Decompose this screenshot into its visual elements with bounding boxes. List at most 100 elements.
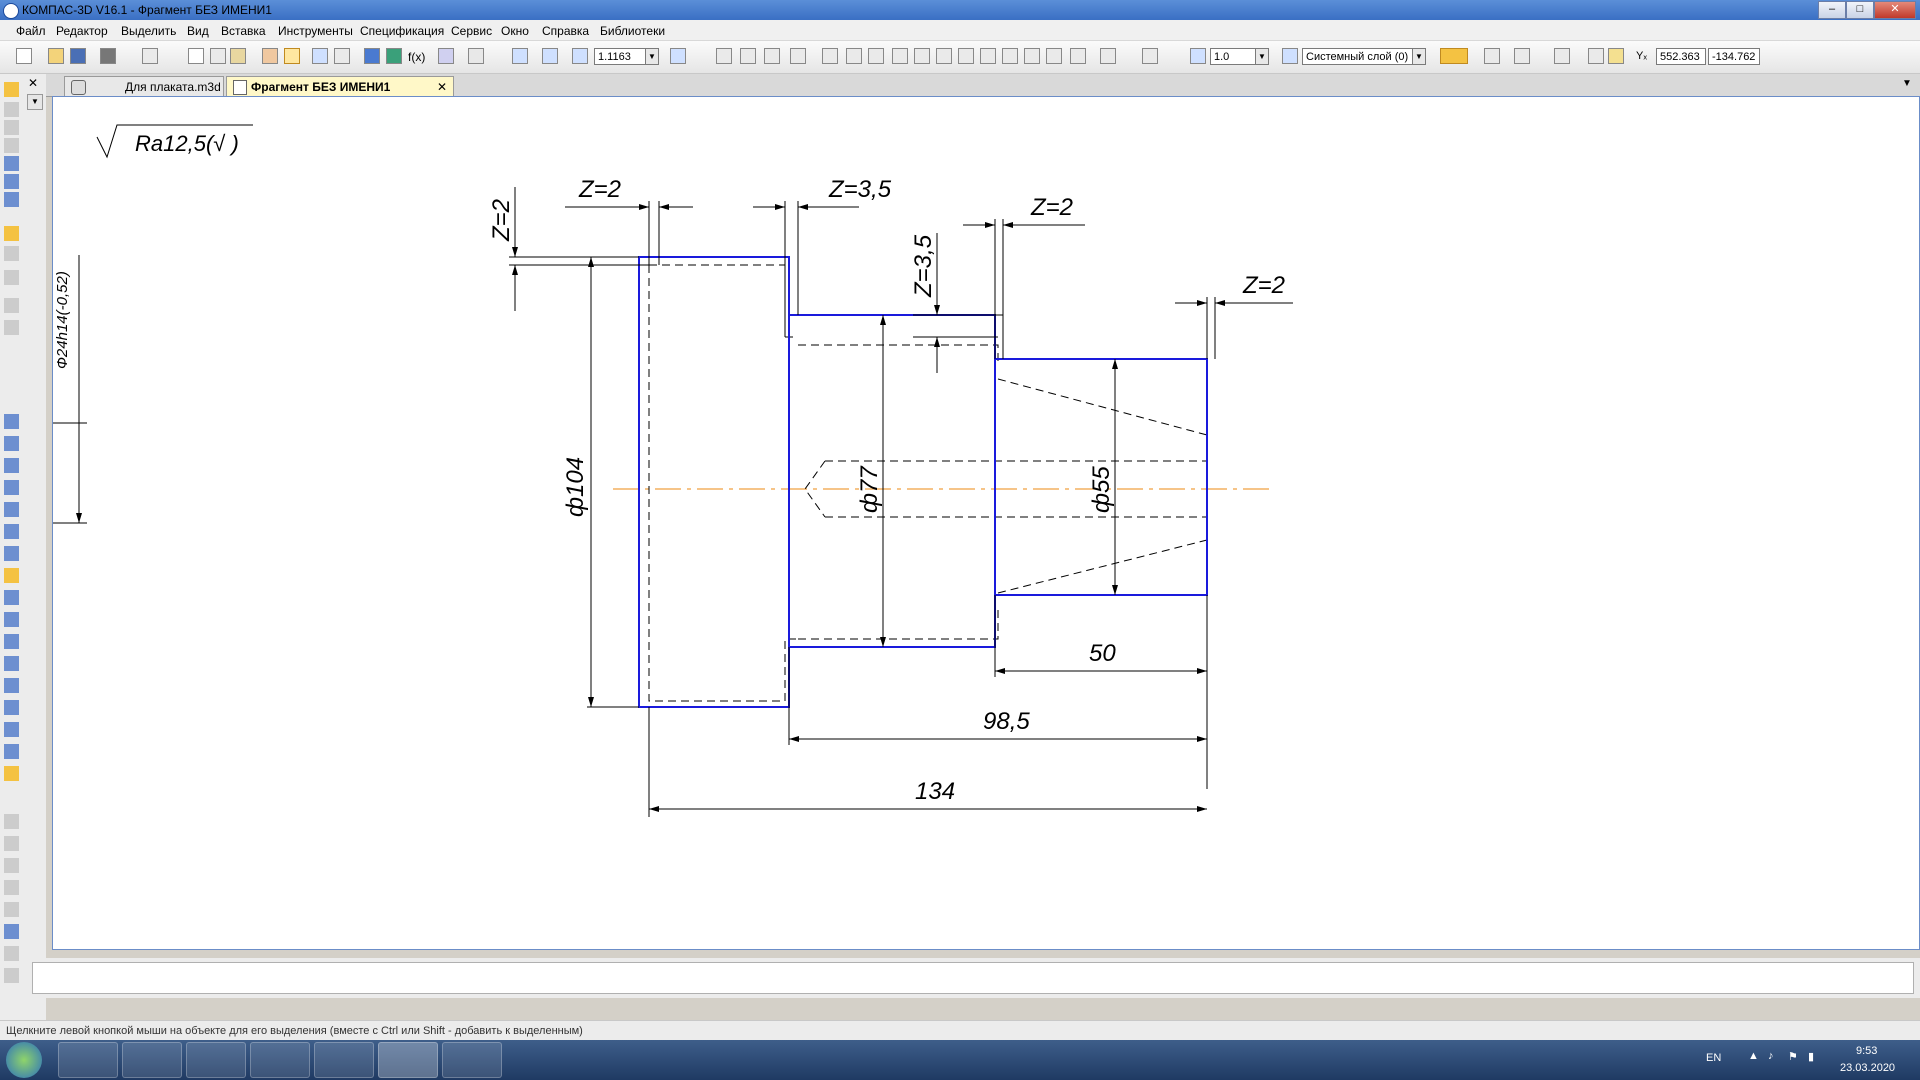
tool-icon-21[interactable]: [4, 590, 19, 605]
hatch-tool-icon[interactable]: [4, 722, 19, 737]
shading-icon-4[interactable]: [892, 48, 908, 64]
perspective-icon[interactable]: [1142, 48, 1158, 64]
library-icon[interactable]: [386, 48, 402, 64]
open-folder-icon[interactable]: [48, 48, 64, 64]
view-icon-4[interactable]: [790, 48, 806, 64]
menu-editor[interactable]: Редактор: [56, 24, 108, 38]
shading-icon-13[interactable]: [1100, 48, 1116, 64]
refresh-view-icon[interactable]: [670, 48, 686, 64]
variables-icon[interactable]: [438, 48, 454, 64]
zoom-in-icon[interactable]: [572, 48, 588, 64]
ellipse-tool-icon[interactable]: [4, 524, 19, 539]
format-painter-icon[interactable]: [262, 48, 278, 64]
flag-icon[interactable]: ⚑: [1788, 1051, 1798, 1063]
tray-arrow-icon[interactable]: ▲: [1748, 1050, 1759, 1062]
taskbar-ie-icon[interactable]: [58, 1042, 118, 1078]
view-icon-3[interactable]: [764, 48, 780, 64]
clock-date[interactable]: 23.03.2020: [1840, 1062, 1896, 1074]
shading-icon-8[interactable]: [980, 48, 996, 64]
shading-icon-9[interactable]: [1002, 48, 1018, 64]
shading-icon-5[interactable]: [914, 48, 930, 64]
taskbar-explorer-icon[interactable]: [122, 1042, 182, 1078]
drawing-svg[interactable]: Ra12,5(√ ) Ф24h14(-0,52): [53, 97, 1919, 949]
view-icon-2[interactable]: [740, 48, 756, 64]
taskbar-word-icon[interactable]: [250, 1042, 310, 1078]
tool-icon-31[interactable]: [4, 836, 19, 851]
save-icon[interactable]: [70, 48, 86, 64]
step-dropdown-icon[interactable]: ▼: [1255, 48, 1269, 65]
circle-tool-icon[interactable]: [4, 480, 19, 495]
shading-icon-2[interactable]: [846, 48, 862, 64]
panel-close-icon[interactable]: ✕: [28, 76, 39, 90]
clock-time[interactable]: 9:53: [1856, 1045, 1878, 1057]
drawing-canvas[interactable]: Ra12,5(√ ) Ф24h14(-0,52): [52, 96, 1920, 950]
tool-icon-26[interactable]: [4, 700, 19, 715]
tool-icon-20[interactable]: [4, 568, 19, 583]
zoom-dropdown-icon[interactable]: ▼: [645, 48, 659, 65]
print-icon[interactable]: [100, 48, 116, 64]
command-input[interactable]: [32, 962, 1914, 994]
coord-y-input[interactable]: -134.762: [1708, 48, 1760, 65]
zoom-window-icon[interactable]: [512, 48, 528, 64]
taskbar-kompas-icon[interactable]: [378, 1042, 438, 1078]
function-button[interactable]: f(x): [408, 50, 426, 64]
shading-icon-1[interactable]: [822, 48, 838, 64]
zoom-all-icon[interactable]: [542, 48, 558, 64]
maximize-button[interactable]: □: [1846, 1, 1874, 19]
start-button[interactable]: [6, 1042, 42, 1078]
tool-icon-10[interactable]: [4, 270, 19, 285]
tool-icon-33[interactable]: [4, 880, 19, 895]
filter-icon[interactable]: [1440, 48, 1468, 64]
coord-x-input[interactable]: 552.363: [1656, 48, 1706, 65]
panel-dropdown-icon[interactable]: ▼: [27, 94, 43, 110]
menu-libraries[interactable]: Библиотеки: [600, 24, 666, 38]
taskbar-chrome-icon[interactable]: [314, 1042, 374, 1078]
spline-tool-icon[interactable]: [4, 546, 19, 561]
tab-fragment[interactable]: Фрагмент БЕЗ ИМЕНИ1 ✕: [226, 76, 454, 96]
tool-icon-34[interactable]: [4, 902, 19, 917]
close-button[interactable]: ✕: [1874, 1, 1916, 19]
layer-select[interactable]: Системный слой (0): [1302, 48, 1414, 65]
menu-specification[interactable]: Спецификация: [360, 24, 445, 38]
cut-icon[interactable]: [188, 48, 204, 64]
tool-icon-24[interactable]: [4, 656, 19, 671]
tool-icon-3[interactable]: [4, 120, 19, 135]
paste-icon[interactable]: [230, 48, 246, 64]
menu-file[interactable]: Файл: [16, 24, 46, 38]
help-cursor-icon[interactable]: [468, 48, 484, 64]
menu-insert[interactable]: Вставка: [221, 24, 266, 38]
tabs-menu-icon[interactable]: ▼: [1902, 78, 1912, 89]
menu-window[interactable]: Окно: [501, 24, 529, 38]
tool-icon-12[interactable]: [4, 320, 19, 335]
undo-icon[interactable]: [312, 48, 328, 64]
properties-icon[interactable]: [284, 48, 300, 64]
tool-icon-8[interactable]: [4, 226, 19, 241]
preview-icon[interactable]: [142, 48, 158, 64]
tool-icon-29[interactable]: [4, 766, 19, 781]
taskbar-app-icon[interactable]: [442, 1042, 502, 1078]
tool-icon-4[interactable]: [4, 138, 19, 153]
menu-view[interactable]: Вид: [187, 24, 209, 38]
select-tool-icon[interactable]: [4, 82, 19, 97]
grid-icon[interactable]: [1514, 48, 1530, 64]
volume-icon[interactable]: ♪: [1768, 1050, 1774, 1062]
tool-icon-5[interactable]: [4, 156, 19, 171]
layers-icon[interactable]: [1282, 48, 1298, 64]
shading-icon-10[interactable]: [1024, 48, 1040, 64]
shading-icon-12[interactable]: [1070, 48, 1086, 64]
minimize-button[interactable]: –: [1818, 1, 1846, 19]
snap-grid-icon[interactable]: [1190, 48, 1206, 64]
tool-icon-2[interactable]: [4, 102, 19, 117]
menu-help[interactable]: Справка: [542, 24, 590, 38]
menu-tools[interactable]: Инструменты: [278, 24, 353, 38]
rectangle-tool-icon[interactable]: [4, 678, 19, 693]
tab-close-icon[interactable]: ✕: [437, 80, 448, 94]
tool-icon-37[interactable]: [4, 968, 19, 983]
shading-icon-7[interactable]: [958, 48, 974, 64]
tool-icon-11[interactable]: [4, 298, 19, 313]
round-icon[interactable]: [1588, 48, 1604, 64]
new-document-icon[interactable]: [16, 48, 32, 64]
tool-icon-36[interactable]: [4, 946, 19, 961]
tool-icon-30[interactable]: [4, 814, 19, 829]
redo-icon[interactable]: [334, 48, 350, 64]
